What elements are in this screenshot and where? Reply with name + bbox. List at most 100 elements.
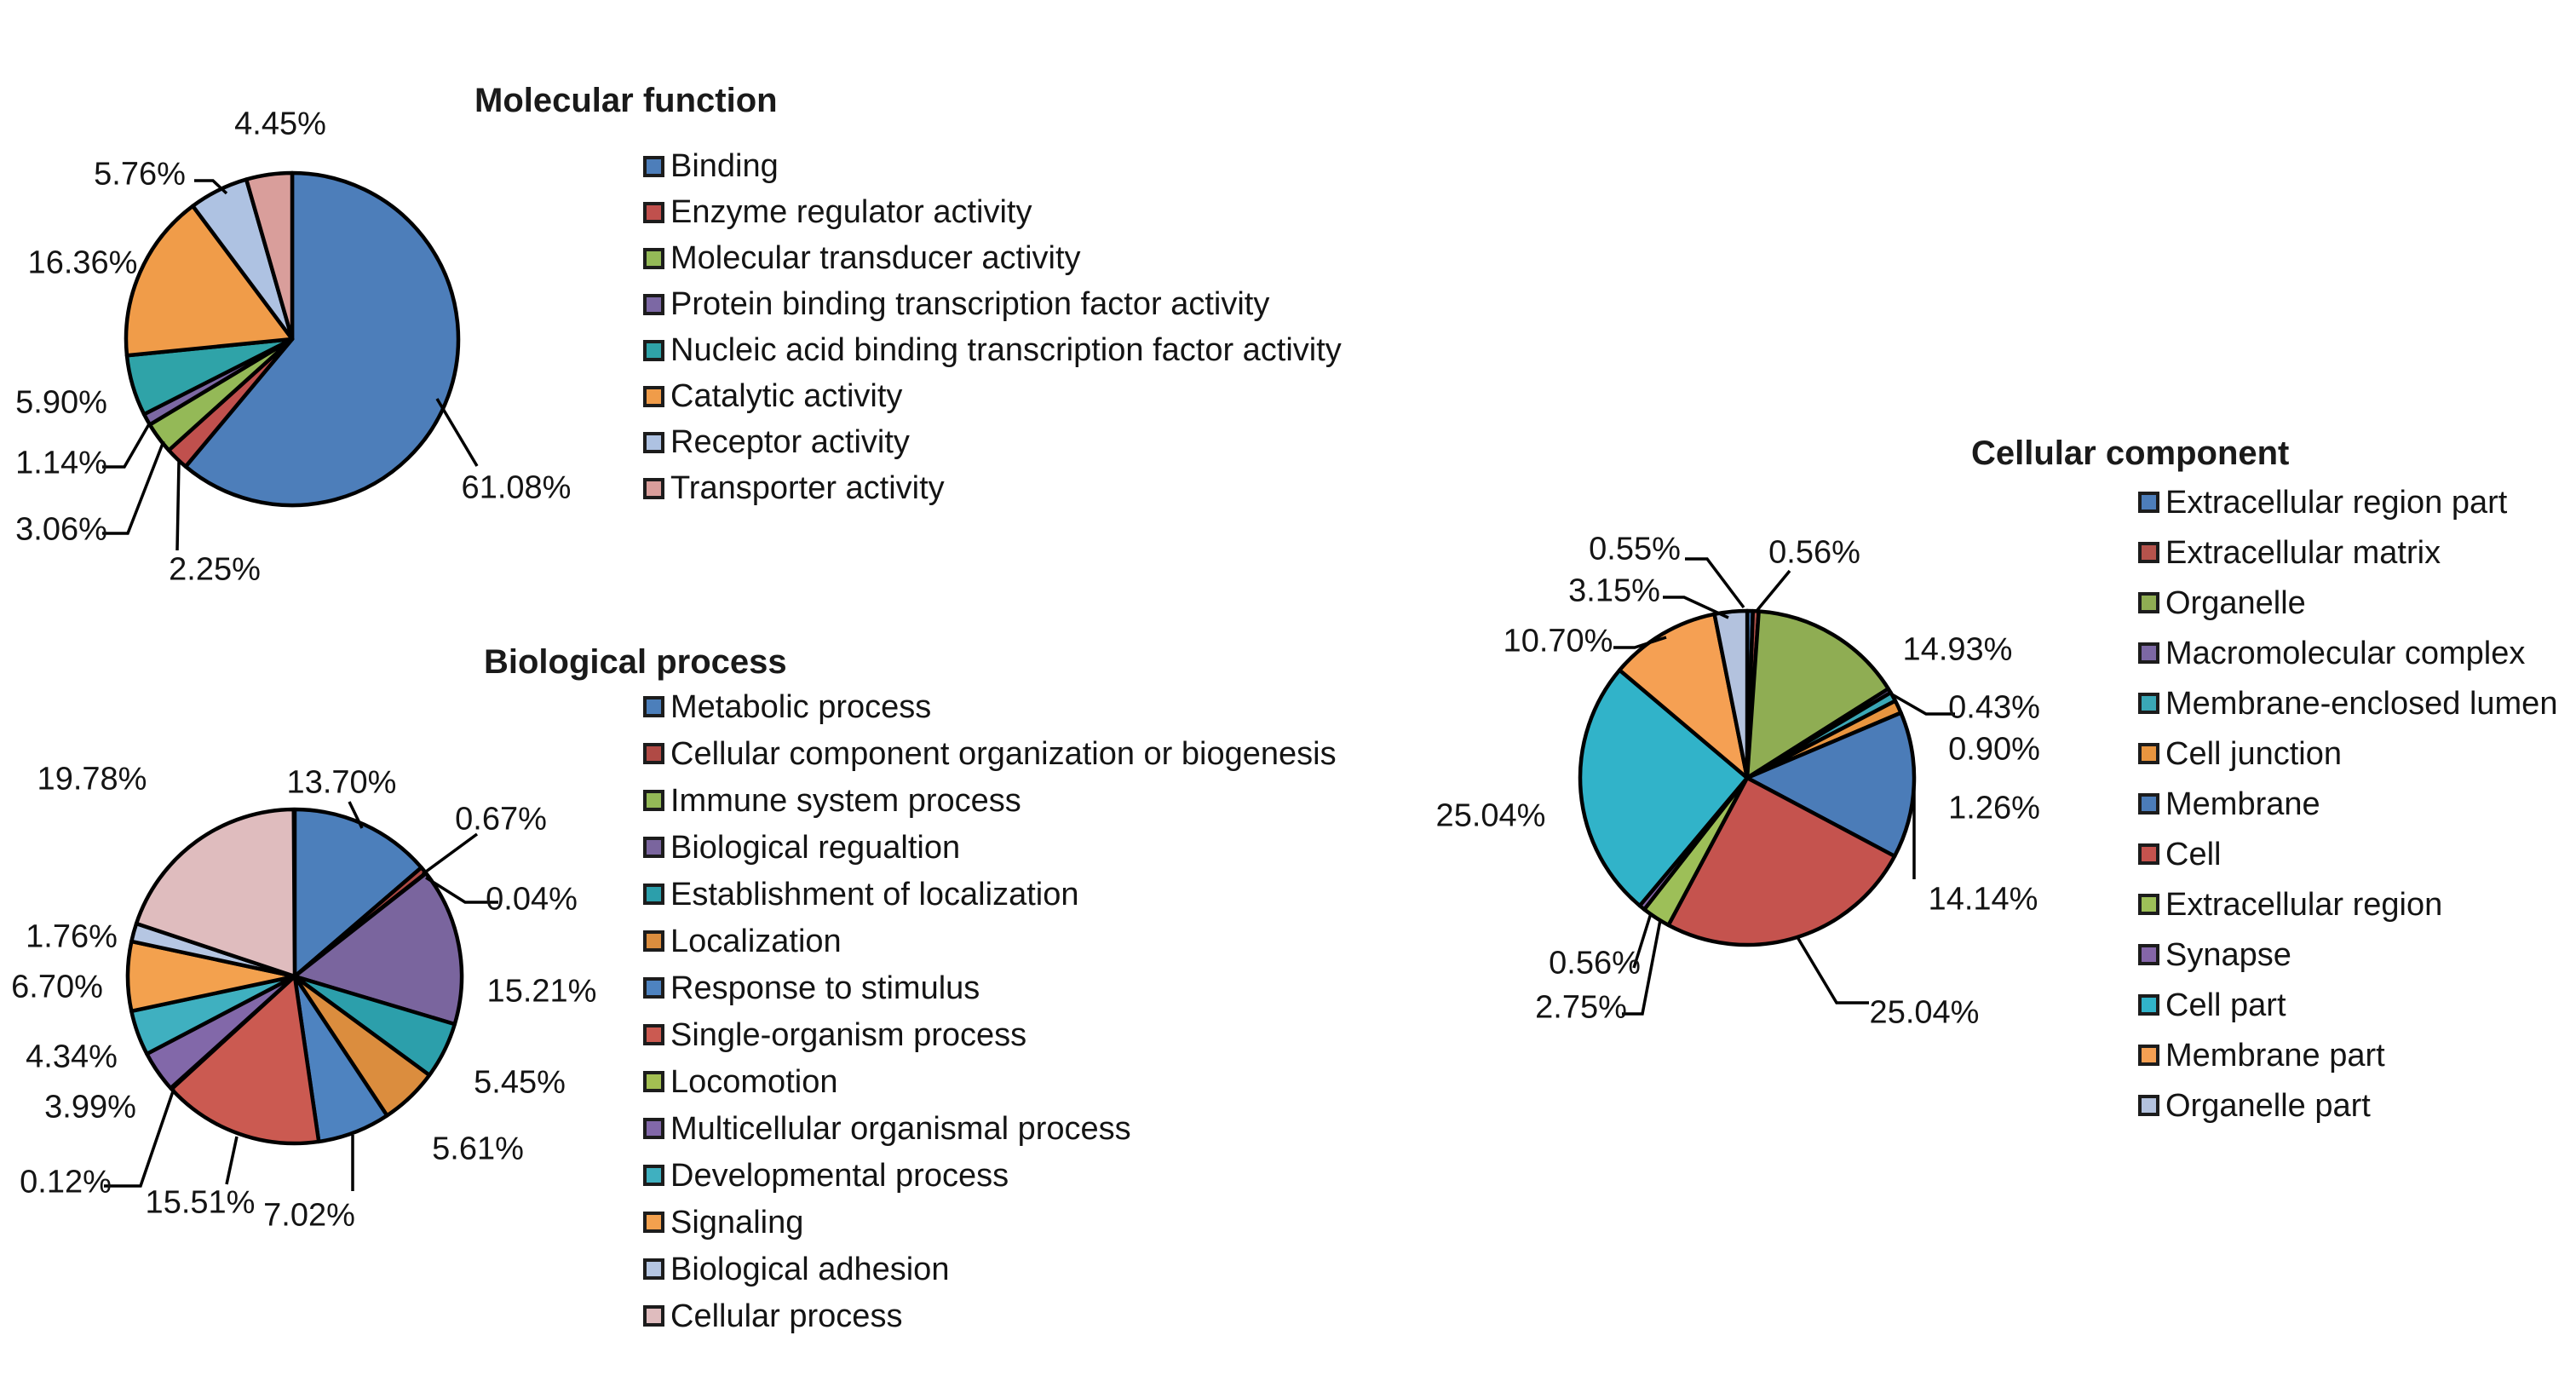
legend-item: Catalytic activity <box>643 373 1342 419</box>
legend-label: Synapse <box>2165 936 2291 973</box>
legend-label: Cell <box>2165 836 2222 872</box>
pie-slice <box>124 204 295 358</box>
legend-swatch-icon <box>643 1305 664 1327</box>
cellular-component-title: Cellular component <box>1971 435 2290 472</box>
percent-label: 15.51% <box>145 1184 256 1221</box>
percent-label: 3.99% <box>44 1089 136 1125</box>
legend-item: Metabolic process <box>643 683 1337 730</box>
percent-label: 2.75% <box>1535 989 1627 1026</box>
percent-label: 16.36% <box>27 245 138 281</box>
leader-line <box>348 801 364 829</box>
legend-swatch-icon <box>643 1258 664 1280</box>
legend-swatch-icon <box>643 293 664 315</box>
legend-swatch-icon <box>2138 994 2159 1016</box>
percent-label: 15.21% <box>486 973 597 1010</box>
legend-swatch-icon <box>2138 793 2159 815</box>
legend-swatch-icon <box>643 1071 664 1092</box>
legend-swatch-icon <box>643 1024 664 1045</box>
legend-item: Localization <box>643 918 1337 964</box>
legend-label: Macromolecular complex <box>2165 635 2526 671</box>
legend-label: Receptor activity <box>670 424 910 460</box>
legend-label: Nucleic acid binding transcription facto… <box>670 332 1342 368</box>
percent-label: 13.70% <box>286 764 397 801</box>
legend-label: Transporter activity <box>670 470 945 506</box>
legend-swatch-icon <box>2138 843 2159 865</box>
leader-line <box>194 179 228 195</box>
legend-item: Membrane <box>2138 779 2557 829</box>
legend-swatch-icon <box>643 790 664 811</box>
legend-swatch-icon <box>643 155 664 177</box>
percent-label: 1.26% <box>1948 790 2040 826</box>
legend-label: Locomotion <box>670 1063 838 1100</box>
percent-label: 0.56% <box>1549 945 1641 981</box>
legend-item: Cell junction <box>2138 728 2557 779</box>
leader-line <box>1622 919 1662 1016</box>
legend-swatch-icon <box>2138 592 2159 613</box>
legend-label: Membrane-enclosed lumen <box>2165 685 2558 722</box>
percent-label: 19.78% <box>37 761 147 797</box>
legend-item: Nucleic acid binding transcription facto… <box>643 327 1342 373</box>
legend-label: Biological regualtion <box>670 829 961 866</box>
percent-label: 14.93% <box>1902 631 2013 668</box>
legend-label: Extracellular matrix <box>2165 534 2441 571</box>
legend-label: Immune system process <box>670 782 1021 819</box>
legend-swatch-icon <box>643 1118 664 1139</box>
percent-label: 6.70% <box>11 969 103 1005</box>
legend-swatch-icon <box>2138 642 2159 664</box>
legend-label: Signaling <box>670 1204 804 1240</box>
pie-slice <box>134 807 297 979</box>
percent-label: 5.45% <box>474 1064 566 1101</box>
legend-item: Cell part <box>2138 980 2557 1030</box>
molecular-function-title: Molecular function <box>474 82 778 119</box>
pie-slice <box>244 170 295 342</box>
legend-item: Protein binding transcription factor act… <box>643 281 1342 327</box>
leader-line <box>102 422 152 469</box>
percent-label: 2.25% <box>169 551 261 588</box>
leader-line <box>175 461 181 551</box>
legend-item: Immune system process <box>643 777 1337 824</box>
percent-label: 7.02% <box>263 1197 355 1234</box>
legend-item: Molecular transducer activity <box>643 235 1342 281</box>
legend-label: Cellular process <box>670 1298 903 1334</box>
legend-swatch-icon <box>643 339 664 361</box>
legend-item: Membrane part <box>2138 1030 2557 1080</box>
percent-label: 14.14% <box>1928 881 2038 918</box>
legend-swatch-icon <box>643 385 664 407</box>
leader-line <box>425 876 498 904</box>
pie-slice <box>1617 612 1750 780</box>
legend-item: Membrane-enclosed lumen <box>2138 678 2557 728</box>
legend-swatch-icon <box>643 743 664 764</box>
percent-label: 0.67% <box>455 801 547 838</box>
legend-item: Extracellular region part <box>2138 477 2557 527</box>
legend-item: Binding <box>643 143 1342 189</box>
legend-item: Cellular component organization or bioge… <box>643 730 1337 777</box>
leader-line <box>1796 936 1869 1004</box>
legend-item: Cell <box>2138 829 2557 879</box>
legend-item: Enzyme regulator activity <box>643 189 1342 235</box>
percent-label: 25.04% <box>1435 797 1546 834</box>
legend-label: Response to stimulus <box>670 970 980 1006</box>
legend-swatch-icon <box>2138 542 2159 563</box>
leader-line <box>1756 569 1791 612</box>
leader-line <box>421 832 479 876</box>
legend-item: Biological adhesion <box>643 1246 1337 1292</box>
legend-item: Organelle part <box>2138 1080 2557 1131</box>
legend-label: Membrane <box>2165 786 2320 822</box>
legend-label: Biological adhesion <box>670 1251 950 1287</box>
legend-swatch-icon <box>643 477 664 499</box>
pie-slice <box>1745 711 1917 859</box>
legend-swatch-icon <box>2138 492 2159 513</box>
legend-label: Binding <box>670 148 779 184</box>
pie-slice <box>170 974 321 1146</box>
leader-line <box>1613 636 1667 649</box>
pie-slice <box>292 871 464 1027</box>
percent-label: 25.04% <box>1869 994 1980 1031</box>
legend-label: Establishment of localization <box>670 876 1079 912</box>
leader-line <box>1891 693 1955 716</box>
leader-line <box>104 1088 175 1188</box>
legend-item: Transporter activity <box>643 465 1342 511</box>
